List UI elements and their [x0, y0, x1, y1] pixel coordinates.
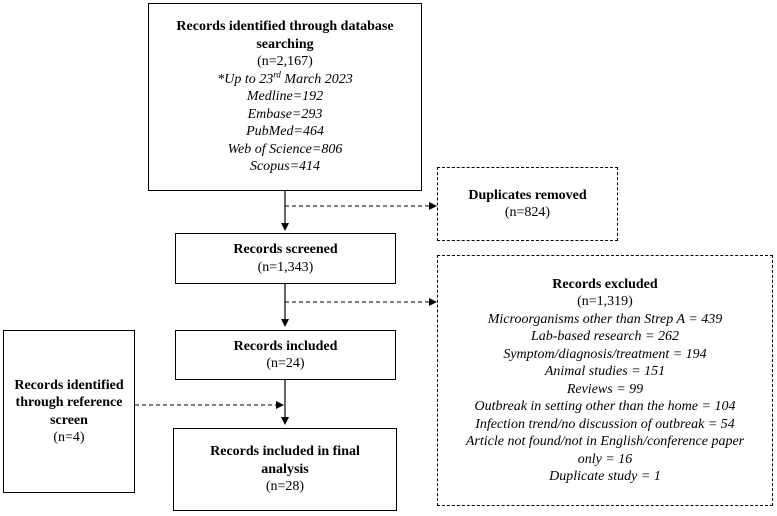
final-box: Records included in final analysis (n=28… [173, 428, 397, 511]
source-medline: Medline=192 [246, 89, 324, 105]
excluded-reason: Reviews = 99 [566, 381, 644, 397]
screened-count: (n=1,343) [257, 259, 314, 275]
included-title: Records included [233, 338, 338, 354]
excluded-count: (n=1,319) [577, 294, 633, 309]
source-web-of-science: Web of Science=806 [227, 141, 343, 157]
final-title-line: Records included in final [210, 444, 360, 460]
excluded-reason: Infection trend/no discussion of outbrea… [475, 416, 735, 432]
final-title-line: analysis [261, 461, 309, 477]
identified-box: Records identified through database sear… [148, 3, 422, 191]
duplicates-count: (n=824) [504, 205, 551, 220]
reference-title-line: Records identified [14, 377, 124, 393]
excluded-reason: Lab-based research = 262 [530, 329, 679, 344]
reference-count: (n=4) [53, 430, 85, 445]
excluded-title: Records excluded [552, 276, 658, 292]
source-embase: Embase=293 [247, 106, 323, 122]
excluded-reason: Article not found/not in English/confere… [465, 434, 745, 449]
excluded-reason: Outbreak in setting other than the home … [474, 399, 736, 414]
excluded-box: Records excluded (n=1,319) Microorganism… [437, 255, 773, 506]
screened-title: Records screened [233, 242, 338, 257]
reference-title-line: screen [50, 412, 88, 428]
included-count: (n=24) [266, 356, 305, 371]
excluded-reason: only = 16 [577, 451, 633, 467]
duplicates-title: Duplicates removed [468, 187, 587, 203]
reference-box: Records identified through reference scr… [3, 330, 135, 493]
identified-title: Records identified through database sear… [176, 19, 394, 52]
excluded-reason: Symptom/diagnosis/treatment = 194 [503, 346, 707, 362]
excluded-reason: Duplicate study = 1 [549, 469, 661, 484]
screened-box: Records screened (n=1,343) [175, 233, 396, 284]
final-count: (n=28) [265, 479, 305, 495]
source-scopus: Scopus=414 [249, 159, 321, 175]
excluded-reason: Microorganisms other than Strep A = 439 [487, 311, 723, 327]
excluded-reason: Animal studies = 151 [544, 364, 666, 379]
identified-count: (n=2,167) [257, 54, 313, 70]
reference-title-line: through reference [15, 395, 123, 410]
duplicates-box: Duplicates removed (n=824) [437, 167, 618, 241]
source-pubmed: PubMed=464 [246, 124, 324, 140]
included-box: Records included (n=24) [175, 330, 396, 380]
identified-date: *Up to 23rd March 2023 [217, 69, 353, 87]
